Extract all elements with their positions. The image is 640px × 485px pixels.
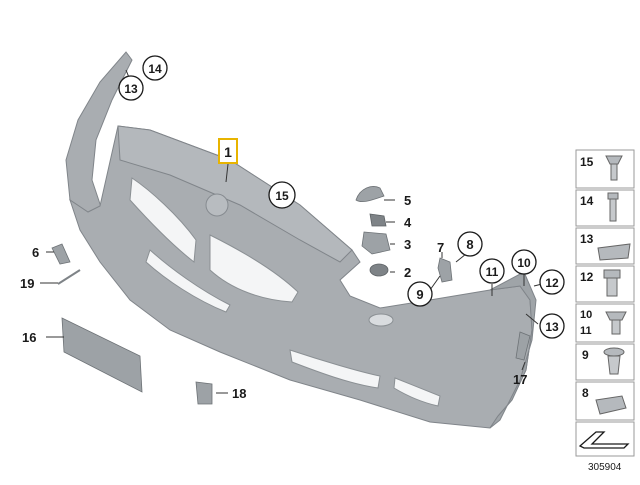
callout-4[interactable]: 4 (404, 215, 412, 230)
callout-11[interactable]: 11 (479, 258, 505, 284)
svg-text:10: 10 (517, 256, 531, 270)
svg-text:5: 5 (404, 193, 411, 208)
part-3-holder (361, 231, 391, 255)
callout-6[interactable]: 6 (32, 245, 39, 260)
expanding-nut-icon (603, 269, 621, 297)
callout-15[interactable]: 15 (268, 181, 296, 209)
svg-text:12: 12 (545, 276, 559, 290)
svg-text:11: 11 (486, 265, 499, 279)
svg-text:13: 13 (545, 320, 559, 334)
svg-text:3: 3 (404, 237, 411, 252)
part-17-bracket (515, 331, 531, 361)
svg-text:6: 6 (32, 245, 39, 260)
svg-text:2: 2 (404, 265, 411, 280)
callout-5[interactable]: 5 (404, 193, 411, 208)
callout-8[interactable]: 8 (457, 231, 483, 257)
legend-item-15[interactable]: 15 (575, 149, 635, 189)
callout-1[interactable]: 1 (218, 138, 238, 164)
part-2-grommet (369, 263, 389, 277)
legend-item-10-11[interactable]: 10 11 (575, 303, 635, 343)
callout-12[interactable]: 12 (539, 269, 565, 295)
legend-item-14[interactable]: 14 (575, 189, 635, 227)
fastener-legend: 15 14 13 12 (575, 149, 635, 473)
svg-text:14: 14 (148, 62, 162, 76)
legend-item-8[interactable]: 8 (575, 381, 635, 421)
callout-7[interactable]: 7 (437, 240, 444, 255)
callout-13-lower[interactable]: 13 (539, 313, 565, 339)
callout-10[interactable]: 10 (511, 249, 537, 275)
svg-text:16: 16 (22, 330, 36, 345)
svg-text:15: 15 (580, 155, 594, 169)
svg-text:13: 13 (580, 232, 594, 246)
svg-text:9: 9 (582, 348, 589, 362)
part-7-bracket (437, 257, 453, 283)
callout-18[interactable]: 18 (232, 386, 246, 401)
retaining-clip-icon (595, 395, 627, 415)
legend-item-9[interactable]: 9 (575, 343, 635, 381)
part-4-bracket (369, 213, 387, 227)
reference-number: 305904 (588, 462, 622, 473)
spring-nut-icon (597, 243, 631, 261)
part-18-clip (195, 381, 213, 405)
part-19-rod (57, 269, 81, 285)
svg-text:8: 8 (466, 237, 473, 252)
screw-clip-icon (605, 155, 623, 181)
svg-text:9: 9 (416, 287, 423, 302)
svg-text:4: 4 (404, 215, 412, 230)
svg-text:17: 17 (513, 372, 527, 387)
legend-label-10: 10 (580, 309, 592, 321)
callout-2[interactable]: 2 (404, 265, 411, 280)
callout-14[interactable]: 14 (142, 55, 168, 81)
callout-17[interactable]: 17 (513, 372, 527, 387)
svg-text:1: 1 (224, 144, 232, 160)
bolt-icon (607, 192, 619, 222)
svg-text:12: 12 (580, 270, 594, 284)
svg-text:19: 19 (20, 276, 34, 291)
svg-text:13: 13 (124, 82, 138, 96)
legend-item-13[interactable]: 13 (575, 227, 635, 265)
svg-text:14: 14 (580, 194, 594, 208)
svg-text:18: 18 (232, 386, 246, 401)
svg-text:8: 8 (582, 386, 589, 400)
part-6-holder (51, 243, 71, 265)
callout-13-upper[interactable]: 13 (118, 75, 144, 101)
callout-3[interactable]: 3 (404, 237, 411, 252)
callout-19[interactable]: 19 (20, 276, 34, 291)
highlight-box (218, 138, 238, 164)
part-5-cap (355, 186, 385, 203)
legend-item-12[interactable]: 12 (575, 265, 635, 303)
legend-label-11: 11 (580, 325, 592, 337)
direction-arrow-icon (578, 431, 630, 449)
part-16-plate (61, 317, 143, 393)
callout-9[interactable]: 9 (407, 281, 433, 307)
bumper-cover (65, 51, 537, 429)
svg-text:15: 15 (275, 189, 289, 203)
callout-16[interactable]: 16 (22, 330, 36, 345)
clip-nut-icon (605, 311, 627, 335)
svg-text:7: 7 (437, 240, 444, 255)
expanding-rivet-icon (603, 347, 625, 375)
legend-item-arrow (575, 421, 635, 457)
